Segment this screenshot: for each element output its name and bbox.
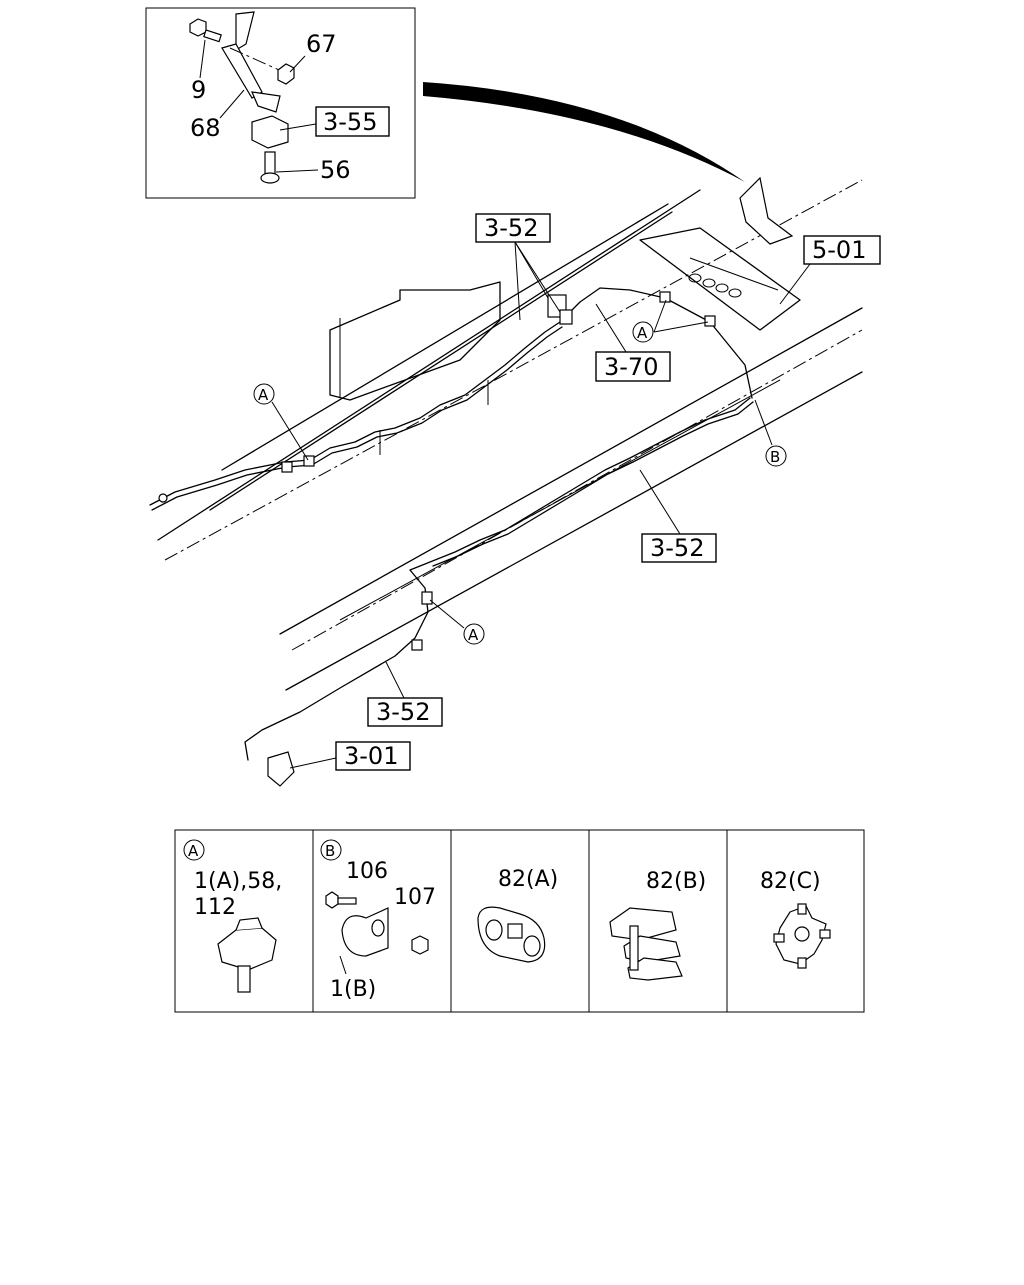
ref-3-52-low-label: 3-52 (376, 698, 430, 726)
marker-a-1-label: A (258, 386, 269, 404)
bracket-68-icon (221, 11, 289, 113)
ref-3-55-label: 3-55 (323, 108, 377, 136)
brake-pipe-left (149, 287, 753, 506)
ref-5-01-label: 5-01 (812, 236, 866, 264)
circled-markers: A A A B (253, 321, 787, 645)
ref-box-3-52-top (475, 213, 551, 243)
legend-cell-82b: 82(B) (609, 869, 706, 981)
ref-box-3-52-mid (641, 533, 717, 563)
legend-frame (174, 829, 865, 1013)
legend-cell-b-top: 106 (346, 859, 388, 884)
clip-1a-icon (217, 917, 277, 993)
fuel-tank-outline (329, 281, 501, 401)
clip-3-55-icon (251, 115, 289, 149)
legend-cell-a-line2: 112 (194, 895, 236, 920)
marker-a-3-label: A (468, 626, 479, 644)
legend-cell-82c: 82(C) (760, 869, 831, 969)
callout-56: 56 (320, 156, 351, 184)
bolt-56-icon (260, 151, 280, 184)
bolt-9-icon (189, 18, 222, 43)
marker-a-1 (253, 383, 275, 405)
legend-cell-a-marker: A (188, 842, 199, 860)
detail-pointer-arrow (423, 82, 745, 182)
marker-a-2-label: A (637, 324, 648, 342)
legend-cell-82b-label: 82(B) (646, 869, 706, 894)
ref-box-5-01 (803, 235, 881, 265)
legend-cell-82c-label: 82(C) (760, 869, 821, 894)
legend-cell-b-marker: B (325, 842, 335, 860)
callout-9: 9 (191, 76, 206, 104)
crossmember-holes (688, 273, 742, 298)
ref-box-3-01 (335, 741, 411, 771)
clip-82b-icon (609, 907, 683, 981)
ref-box-3-52-low (367, 697, 443, 727)
marker-a-3 (463, 623, 485, 645)
marker-a-2 (632, 321, 654, 343)
ref-3-52-top-label: 3-52 (484, 214, 538, 242)
nut-67-icon (277, 63, 295, 85)
legend-cell-82a: 82(A) (477, 867, 558, 963)
clip-1b-icon (325, 891, 429, 975)
marker-b-1 (765, 445, 787, 467)
flex-hose-3-01-icon (267, 751, 295, 787)
marker-b-1-label: B (770, 448, 780, 466)
legend-table: A 1(A),58, 112 B 106 107 1(B) (174, 829, 865, 1013)
reference-boxes: 3-52 5-01 3-70 3-52 3-52 3-01 (335, 213, 881, 771)
inset-frame (145, 7, 416, 199)
legend-cell-a: A 1(A),58, 112 (183, 839, 282, 993)
clip-82a-icon (477, 906, 546, 963)
legend-cell-a-line1: 1(A),58, (194, 869, 282, 894)
legend-cell-b-bottom: 1(B) (330, 977, 376, 1002)
legend-cell-b: B 106 107 1(B) (320, 839, 436, 1002)
ref-3-70-label: 3-70 (604, 353, 658, 381)
inset-detail: 9 68 67 56 3-55 (145, 7, 416, 199)
chassis-drawing (149, 176, 863, 787)
ref-3-52-mid-label: 3-52 (650, 534, 704, 562)
clip-82c-icon (773, 903, 831, 969)
legend-cell-b-right: 107 (394, 885, 436, 910)
brake-pipe-right (244, 397, 751, 761)
callout-67: 67 (306, 30, 337, 58)
callout-68: 68 (190, 114, 221, 142)
legend-cell-82a-label: 82(A) (498, 867, 558, 892)
ref-box-3-70 (595, 351, 671, 382)
ref-3-01-label: 3-01 (344, 742, 398, 770)
ref-box-3-55 (315, 106, 390, 137)
